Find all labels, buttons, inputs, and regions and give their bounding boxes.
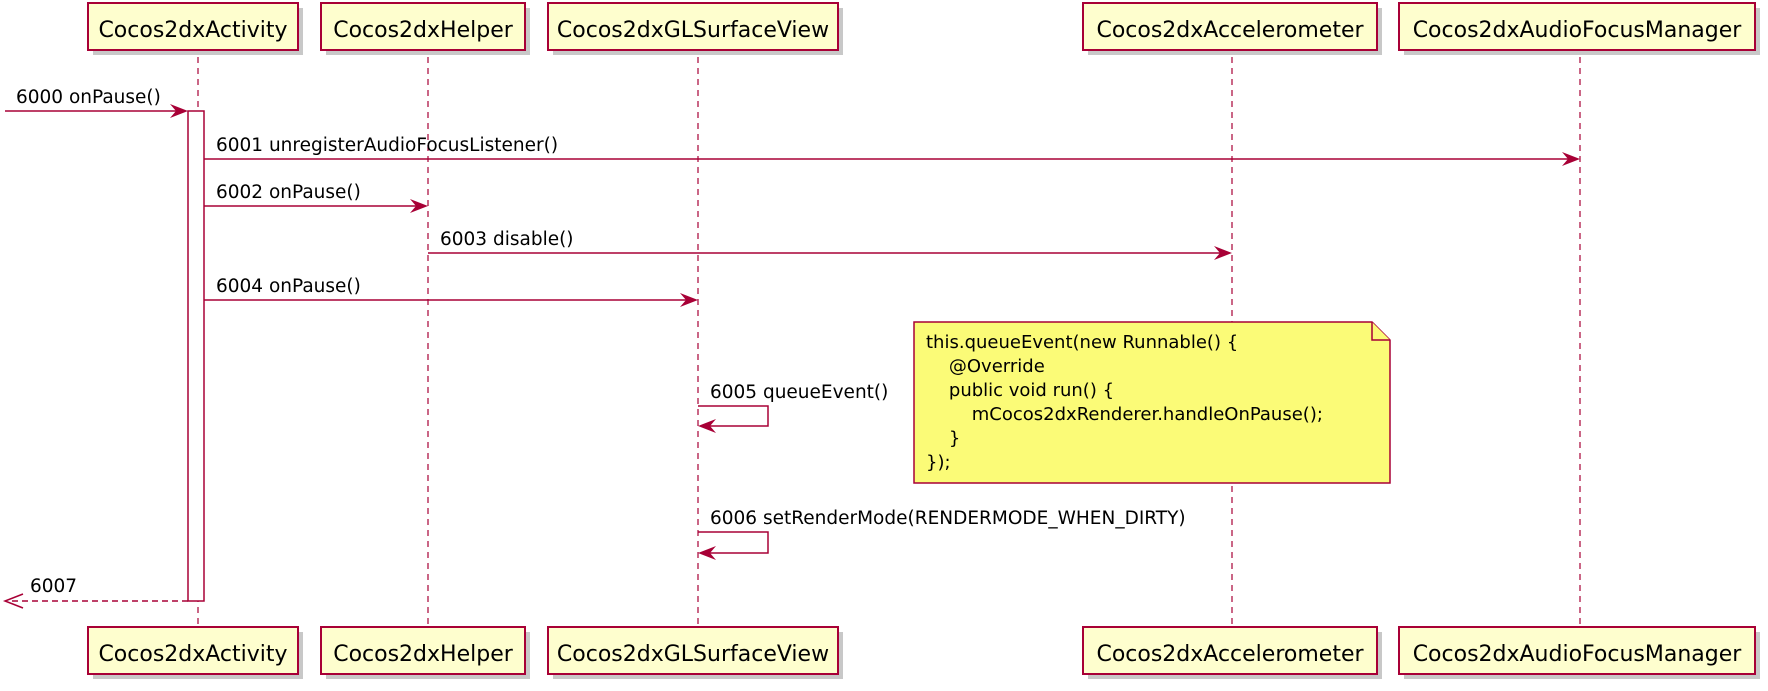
message-6000[interactable]: 6000 onPause() [5,87,188,118]
participant-glsurface-top[interactable]: Cocos2dxGLSurfaceView [547,2,843,55]
arrowhead-icon [170,104,188,118]
messages: 6000 onPause() 6001 unregisterAudioFocus… [2,87,1580,609]
message-label: 6000 onPause() [16,87,161,108]
message-6004[interactable]: 6004 onPause() [204,276,698,307]
message-label: 6007 [30,576,77,597]
participant-accelerometer-top[interactable]: Cocos2dxAccelerometer [1082,2,1382,55]
participant-label: Cocos2dxGLSurfaceView [557,18,829,43]
note-line: }); [926,452,951,473]
note-line: } [926,428,960,449]
message-label: 6002 onPause() [216,182,361,203]
participant-helper-bottom[interactable]: Cocos2dxHelper [320,626,530,679]
message-label: 6005 queueEvent() [710,382,888,403]
message-label: 6001 unregisterAudioFocusListener() [216,135,558,156]
note-line: public void run() { [926,380,1114,401]
activation-bar-activity [187,110,205,602]
message-6005[interactable]: 6005 queueEvent() [698,382,888,433]
message-label: 6003 disable() [440,229,574,250]
note-fold-icon [1371,322,1390,341]
note-box [913,321,1391,484]
note-line: this.queueEvent(new Runnable() { [926,332,1238,353]
message-6007[interactable]: 6007 [2,576,188,609]
participant-audiofocus-top[interactable]: Cocos2dxAudioFocusManager [1398,2,1760,55]
message-6002[interactable]: 6002 onPause() [204,182,428,213]
message-label: 6006 setRenderMode(RENDERMODE_WHEN_DIRTY… [710,508,1186,529]
arrowhead-icon [698,546,716,560]
participant-label: Cocos2dxActivity [98,642,287,667]
participant-activity-bottom[interactable]: Cocos2dxActivity [87,626,303,679]
code-note[interactable]: this.queueEvent(new Runnable() { @Overri… [913,321,1391,484]
participant-label: Cocos2dxAudioFocusManager [1413,18,1743,43]
arrowhead-icon [698,419,716,433]
arrowhead-icon [410,199,428,213]
message-label: 6004 onPause() [216,276,361,297]
participant-helper-top[interactable]: Cocos2dxHelper [320,2,530,55]
arrowhead-icon [1562,152,1580,166]
message-6001[interactable]: 6001 unregisterAudioFocusListener() [204,135,1580,166]
arrowhead-icon [1214,246,1232,260]
open-arrowhead-icon [2,593,24,609]
participant-label: Cocos2dxHelper [333,18,514,43]
participant-label: Cocos2dxAccelerometer [1096,18,1364,43]
note-line: mCocos2dxRenderer.handleOnPause(); [926,404,1323,425]
note-line: @Override [926,356,1045,377]
participant-label: Cocos2dxHelper [333,642,514,667]
arrowhead-icon [680,293,698,307]
participant-accelerometer-bottom[interactable]: Cocos2dxAccelerometer [1082,626,1382,679]
participant-glsurface-bottom[interactable]: Cocos2dxGLSurfaceView [547,626,843,679]
participant-label: Cocos2dxGLSurfaceView [557,642,829,667]
participant-label: Cocos2dxActivity [98,18,287,43]
participants-top: Cocos2dxActivity Cocos2dxHelper Cocos2dx… [87,2,1760,55]
participant-audiofocus-bottom[interactable]: Cocos2dxAudioFocusManager [1398,626,1760,679]
participant-activity-top[interactable]: Cocos2dxActivity [87,2,303,55]
message-6003[interactable]: 6003 disable() [428,229,1232,260]
participant-label: Cocos2dxAccelerometer [1096,642,1364,667]
participant-label: Cocos2dxAudioFocusManager [1413,642,1743,667]
message-6006[interactable]: 6006 setRenderMode(RENDERMODE_WHEN_DIRTY… [698,508,1186,560]
participants-bottom: Cocos2dxActivity Cocos2dxHelper Cocos2dx… [87,626,1760,679]
